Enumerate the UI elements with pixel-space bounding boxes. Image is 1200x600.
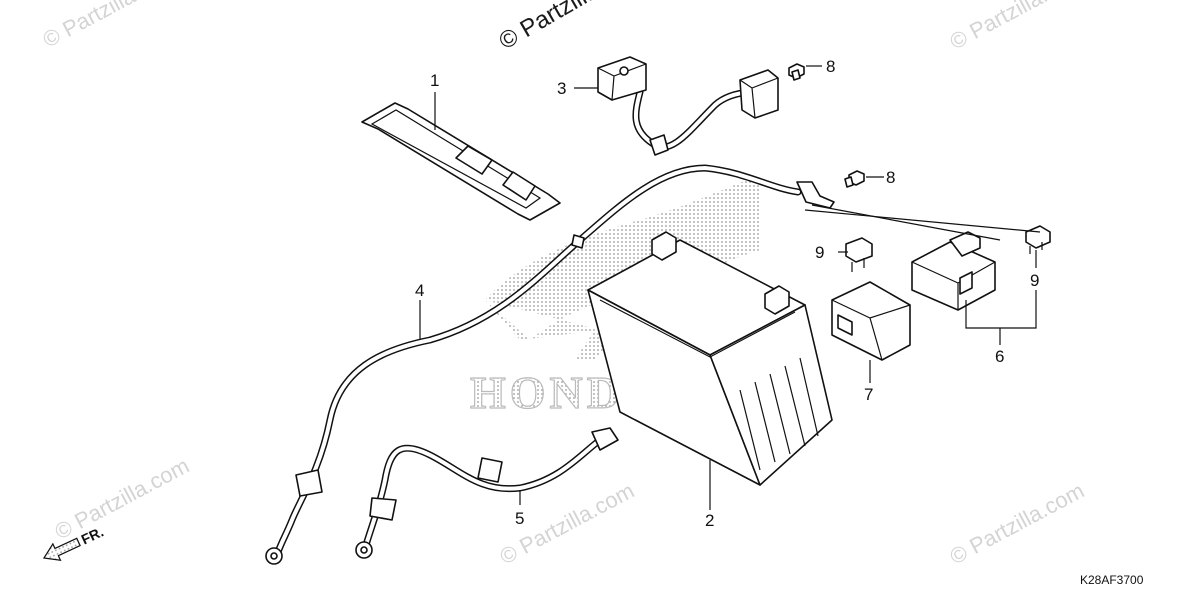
callout-6: 6 <box>995 347 1004 366</box>
front-arrow-icon <box>42 537 81 561</box>
bolt-lower <box>844 170 865 188</box>
callout-1: 1 <box>430 71 439 90</box>
callout-labels: 1 2 3 4 5 6 7 8 8 9 9 <box>415 57 1039 530</box>
callout-7: 7 <box>864 385 873 404</box>
watermark-bottom-right: © Partzilla.com <box>946 478 1089 570</box>
battery-band <box>361 102 561 221</box>
callout-8-lower: 8 <box>886 168 895 187</box>
watermark-top-left: © Partzilla.com <box>39 0 182 52</box>
callout-3: 3 <box>557 79 566 98</box>
fuse-right <box>1025 225 1051 254</box>
starter-relay-cable <box>597 56 779 156</box>
watermark-top-right: © Partzilla.com <box>946 0 1089 54</box>
callout-2: 2 <box>705 511 714 530</box>
callout-9-right: 9 <box>1030 271 1039 290</box>
relay-cover <box>831 281 911 361</box>
callout-9-left: 9 <box>815 243 824 262</box>
battery-positive-cable <box>265 164 835 565</box>
watermark-mid-left: © Partzilla.com <box>51 453 194 545</box>
callout-4: 4 <box>415 281 424 300</box>
leader-lines <box>419 65 1037 510</box>
bolt-upper <box>788 63 805 81</box>
callout-5: 5 <box>515 509 524 528</box>
watermark-top-center: © Partzilla.com <box>495 0 649 55</box>
diagram-code: K28AF3700 <box>1080 573 1144 587</box>
callout-8-upper: 8 <box>826 57 835 76</box>
starter-magnetic-switch <box>911 231 996 311</box>
reference-lines <box>804 204 1041 241</box>
honda-wing-mark <box>485 175 760 360</box>
battery-negative-cable <box>355 427 619 559</box>
fuse-left <box>845 237 873 272</box>
battery <box>587 231 833 486</box>
